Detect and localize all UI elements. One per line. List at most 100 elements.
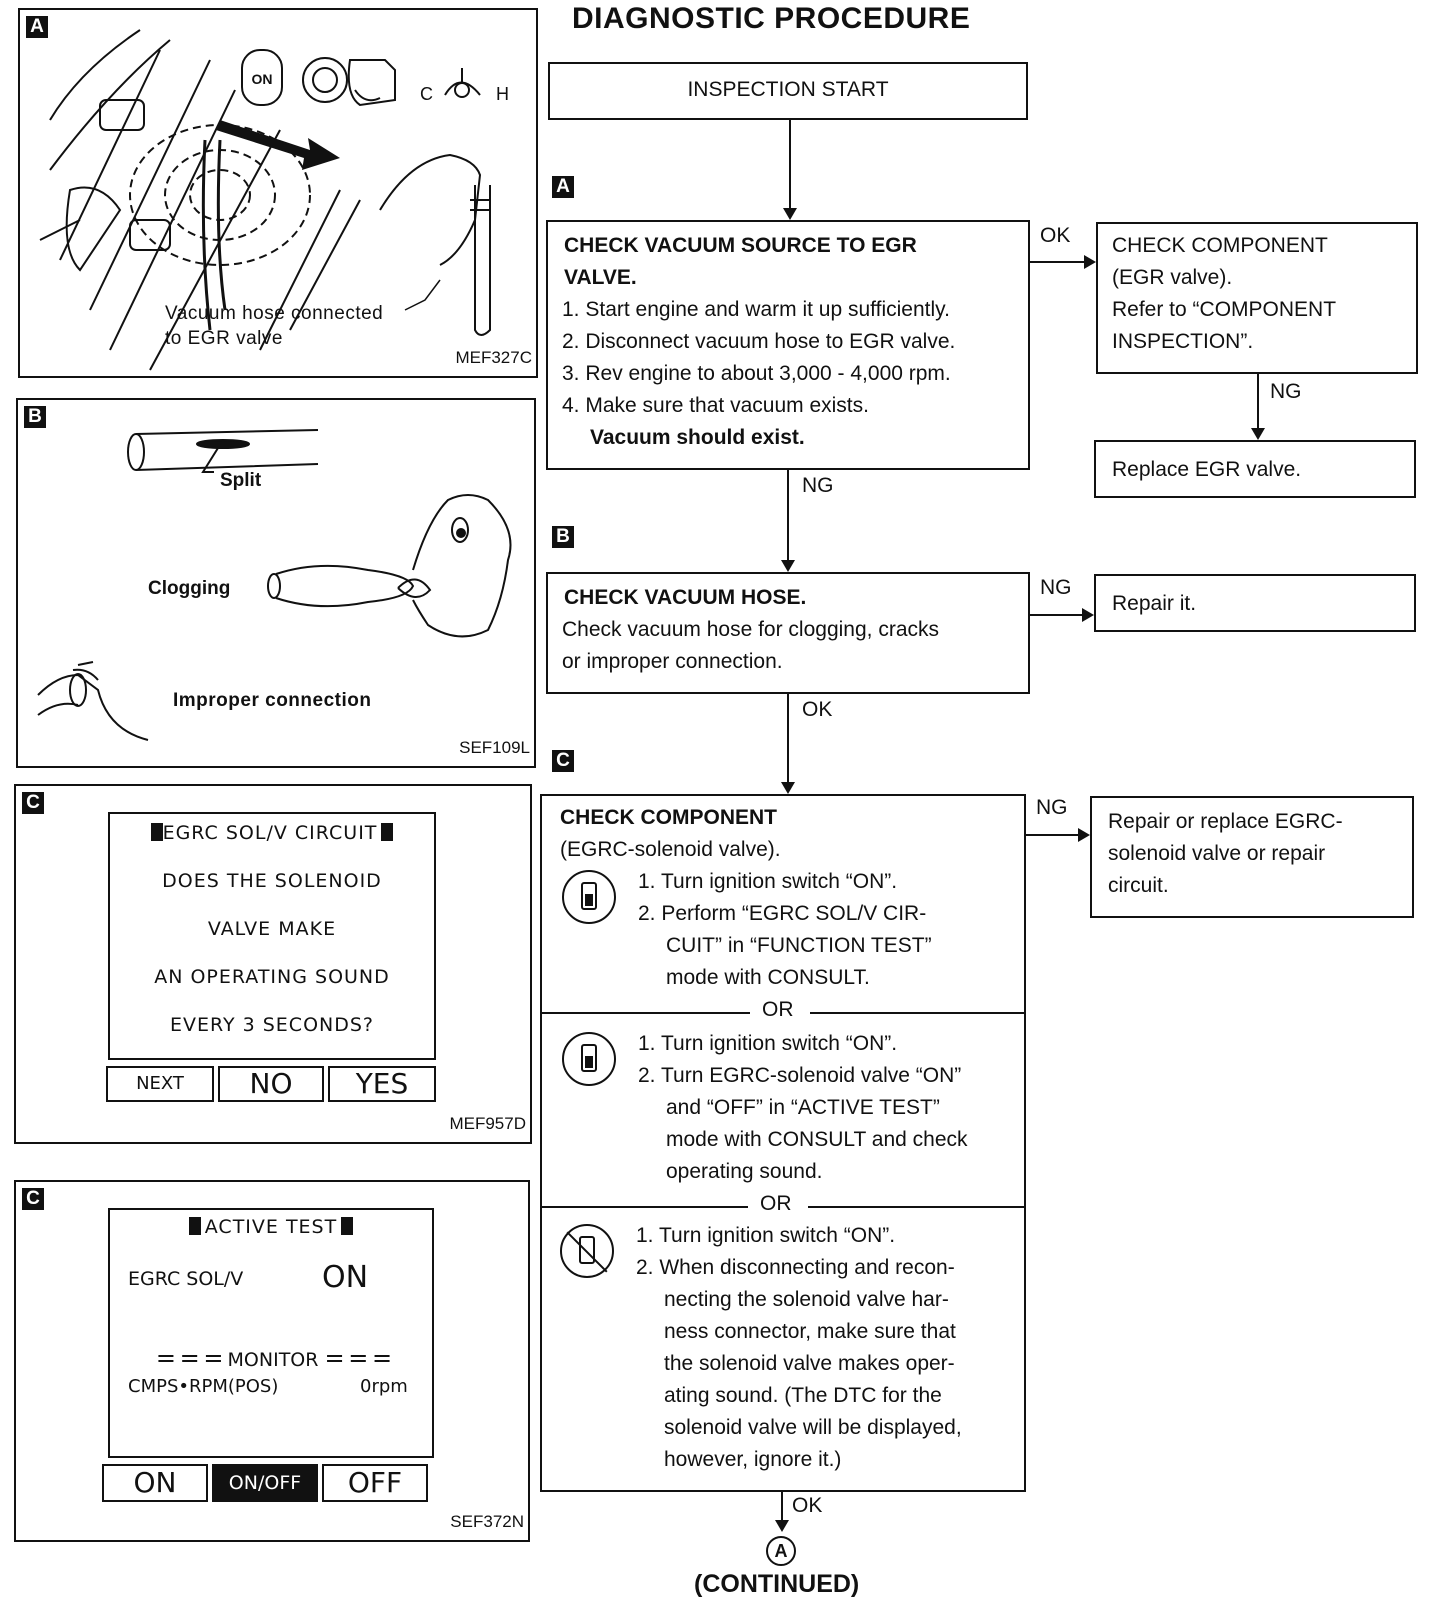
step-c-opt2-line: operating sound. bbox=[666, 1160, 823, 1183]
step-c-opt3-line: 1. Turn ignition switch “ON”. bbox=[636, 1224, 896, 1247]
on-off-button[interactable]: ON/OFF bbox=[212, 1464, 318, 1502]
step-c-opt3-line: the solenoid valve makes oper- bbox=[664, 1352, 955, 1375]
label-improper-connection: Improper connection bbox=[173, 690, 372, 711]
repair-egrc-line2: solenoid valve or repair bbox=[1108, 842, 1326, 865]
arrow-right bbox=[1082, 608, 1094, 622]
figure-b-vacuum-hose: B Split Clogging Improper connection SEF… bbox=[16, 398, 536, 768]
arrow-right bbox=[1084, 255, 1096, 269]
flow-label-ok: OK bbox=[792, 1494, 823, 1517]
step-c-opt1-line: 2. Perform “EGRC SOL/V CIR- bbox=[638, 902, 927, 925]
connector-line bbox=[1026, 834, 1078, 836]
step-c-opt2-line: and “OFF” in “ACTIVE TEST” bbox=[666, 1096, 940, 1119]
figure-code: SEF109L bbox=[459, 738, 530, 757]
flow-label-ng: NG bbox=[1270, 380, 1302, 403]
on-button[interactable]: ON bbox=[102, 1464, 208, 1502]
arrow-down bbox=[781, 560, 795, 572]
step-c-opt3-line: ness connector, make sure that bbox=[664, 1320, 956, 1343]
monitor-label: MONITOR bbox=[227, 1349, 319, 1371]
step-c-opt3-line: ating sound. (The DTC for the bbox=[664, 1384, 942, 1407]
inspection-start-box: INSPECTION START bbox=[548, 62, 1028, 120]
figure-a-egr-valve: A ON bbox=[18, 8, 538, 378]
step-c-opt1-line: CUIT” in “FUNCTION TEST” bbox=[666, 934, 932, 957]
step-b-tag: B bbox=[552, 526, 574, 548]
connector-line bbox=[787, 470, 789, 562]
screen-line: DOES THE SOLENOID bbox=[162, 870, 382, 892]
yes-button[interactable]: YES bbox=[328, 1066, 436, 1102]
inspection-start-label: INSPECTION START bbox=[687, 78, 889, 101]
figure-code: MEF327C bbox=[455, 348, 532, 367]
arrow-down bbox=[1251, 428, 1265, 440]
screen-line: AN OPERATING SOUND bbox=[154, 966, 390, 988]
label-split: Split bbox=[220, 470, 262, 491]
replace-egr-label: Replace EGR valve. bbox=[1112, 458, 1302, 481]
continued-label: (CONTINUED) bbox=[694, 1570, 860, 1598]
hose-condition-illustration bbox=[37, 429, 512, 741]
flow-label-ok: OK bbox=[802, 698, 833, 721]
component-egr-line2: (EGR valve). bbox=[1112, 266, 1233, 289]
monitor-item-label: CMPS•RPM(POS) bbox=[128, 1376, 279, 1397]
engine-egr-illustration: ON C H bbox=[39, 29, 509, 371]
repair-it-label: Repair it. bbox=[1112, 592, 1197, 615]
off-button[interactable]: OFF bbox=[322, 1464, 428, 1502]
step-a-title-line1: CHECK VACUUM SOURCE TO EGR bbox=[564, 234, 917, 257]
step-a-tag: A bbox=[552, 176, 574, 198]
monitor-header: = = = MONITOR = = = bbox=[120, 1344, 426, 1372]
flow-label-ng: NG bbox=[1040, 576, 1072, 599]
screen-title-marker-right bbox=[381, 823, 394, 841]
figure-tag: B bbox=[24, 406, 46, 428]
consult-screen-function-test: EGRC SOL/V CIRCUIT DOES THE SOLENOID VAL… bbox=[108, 812, 436, 1060]
step-c-opt2-line: mode with CONSULT and check bbox=[666, 1128, 968, 1151]
repair-egrc-box: Repair or replace EGRC- solenoid valve o… bbox=[1090, 796, 1414, 918]
active-test-item-label: EGRC SOL/V bbox=[128, 1268, 244, 1290]
monitor-rule-right: = = = bbox=[324, 1344, 393, 1372]
connector-line bbox=[1257, 374, 1259, 428]
figure-a-caption-line1: Vacuum hose connected bbox=[165, 303, 384, 324]
step-a-box: CHECK VACUUM SOURCE TO EGR VALVE. 1. Sta… bbox=[546, 220, 1030, 470]
or-divider bbox=[542, 1206, 748, 1208]
step-a-instruction: 4. Make sure that vacuum exists. bbox=[562, 394, 869, 417]
step-b-title: CHECK VACUUM HOSE. bbox=[564, 586, 807, 609]
or-label: OR bbox=[762, 998, 794, 1021]
screen-title: ACTIVE TEST bbox=[204, 1216, 338, 1238]
connector-line bbox=[1030, 261, 1084, 263]
screen-line: VALVE MAKE bbox=[207, 918, 337, 940]
arrow-down bbox=[775, 1520, 789, 1532]
step-a-instruction: 2. Disconnect vacuum hose to EGR valve. bbox=[562, 330, 956, 353]
figure-code: SEF372N bbox=[450, 1512, 524, 1531]
consult-screen-active-test: ACTIVE TEST EGRC SOL/V ON = = = MONITOR … bbox=[108, 1208, 434, 1458]
step-c-tag: C bbox=[552, 750, 574, 772]
screen-title: EGRC SOL/V CIRCUIT bbox=[162, 822, 378, 844]
arrow-down bbox=[781, 782, 795, 794]
repair-egrc-line1: Repair or replace EGRC- bbox=[1108, 810, 1343, 833]
component-egr-line3: Refer to “COMPONENT bbox=[1112, 298, 1337, 321]
next-button[interactable]: NEXT bbox=[106, 1066, 214, 1102]
check-component-egr-box: CHECK COMPONENT (EGR valve). Refer to “C… bbox=[1096, 222, 1418, 374]
connector-line bbox=[789, 120, 791, 208]
step-c-opt1-line: mode with CONSULT. bbox=[666, 966, 870, 989]
flow-label-ok: OK bbox=[1040, 224, 1071, 247]
gauge-hot-label: H bbox=[496, 84, 509, 104]
or-label: OR bbox=[760, 1192, 792, 1215]
no-button[interactable]: NO bbox=[218, 1066, 324, 1102]
step-c-opt3-line: necting the solenoid valve har- bbox=[664, 1288, 949, 1311]
label-clogging: Clogging bbox=[148, 578, 231, 599]
figure-tag: C bbox=[22, 1188, 44, 1210]
repair-it-box: Repair it. bbox=[1094, 574, 1416, 632]
step-a-instruction: 1. Start engine and warm it up sufficien… bbox=[562, 298, 950, 321]
step-c-opt2-line: 2. Turn EGRC-solenoid valve “ON” bbox=[638, 1064, 962, 1087]
figure-tag: C bbox=[22, 792, 44, 814]
component-egr-line1: CHECK COMPONENT bbox=[1112, 234, 1328, 257]
step-b-box: CHECK VACUUM HOSE. Check vacuum hose for… bbox=[546, 572, 1030, 694]
monitor-rule-left: = = = bbox=[155, 1344, 224, 1372]
active-test-item-value: ON bbox=[322, 1260, 369, 1295]
or-divider bbox=[810, 1012, 1026, 1014]
step-a-instruction: 3. Rev engine to about 3,000 - 4,000 rpm… bbox=[562, 362, 951, 385]
step-a-expectation: Vacuum should exist. bbox=[590, 426, 805, 449]
step-c-opt3-line: 2. When disconnecting and recon- bbox=[636, 1256, 955, 1279]
continue-connector-label: A bbox=[774, 1541, 788, 1561]
connector-line bbox=[1030, 614, 1082, 616]
step-c-opt3-line: solenoid valve will be displayed, bbox=[664, 1416, 962, 1439]
consult-tool-icon bbox=[562, 1032, 616, 1086]
step-b-line1: Check vacuum hose for clogging, cracks bbox=[562, 618, 940, 641]
replace-egr-box: Replace EGR valve. bbox=[1094, 440, 1416, 498]
